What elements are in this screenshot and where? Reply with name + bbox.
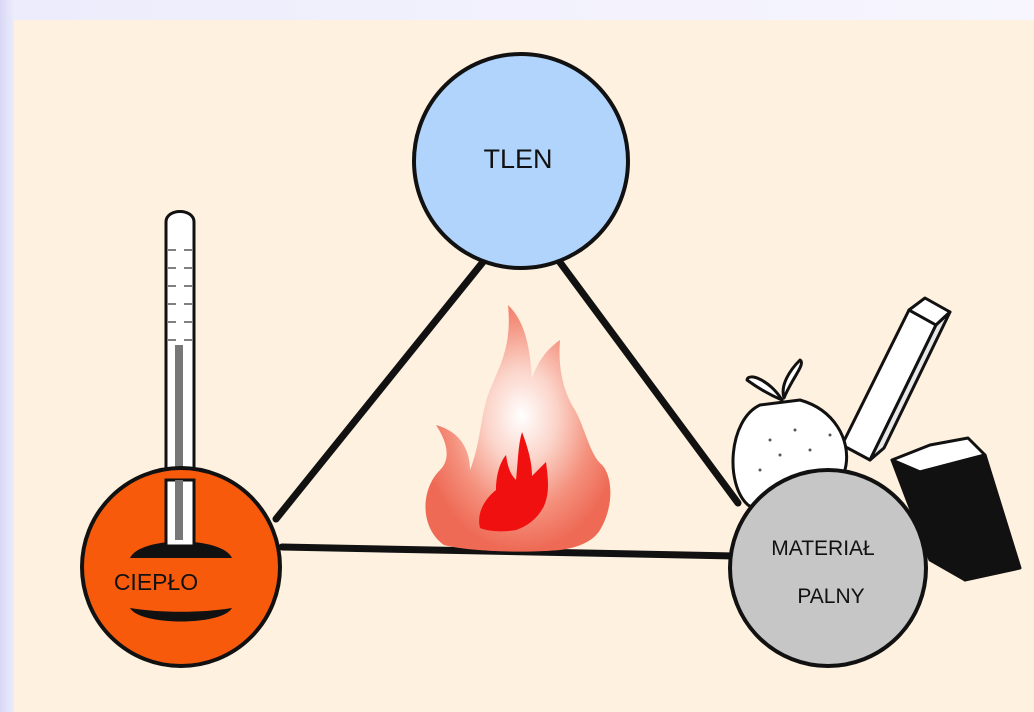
wooden-plank-icon bbox=[840, 296, 952, 462]
thermometer-icon bbox=[164, 210, 196, 547]
oxygen-node: TLEN bbox=[412, 52, 630, 270]
oxygen-circle bbox=[412, 52, 630, 270]
fuel-objects bbox=[731, 296, 1022, 582]
heat-base-shadow bbox=[130, 608, 232, 622]
triangle-edges bbox=[272, 253, 742, 560]
heat-node: CIEPŁO bbox=[80, 466, 282, 668]
fuel-circle bbox=[728, 468, 928, 668]
heat-circle bbox=[80, 466, 282, 668]
oxygen-label: TLEN bbox=[483, 144, 552, 174]
thermometer-column-front bbox=[175, 480, 183, 540]
coal-block-icon bbox=[890, 436, 1022, 582]
thermometer-bulb bbox=[130, 541, 232, 558]
fuel-label-line2: PALNY bbox=[797, 585, 864, 608]
edge-oxygen-fuel bbox=[552, 253, 742, 507]
edge-heat-fuel bbox=[278, 543, 739, 560]
flame-core bbox=[479, 432, 548, 532]
heat-label: CIEPŁO bbox=[114, 569, 198, 595]
fuel-label-line1: MATERIAŁ bbox=[771, 537, 874, 560]
edge-oxygen-heat bbox=[272, 253, 491, 523]
fuel-node: MATERIAŁ PALNY bbox=[728, 468, 928, 668]
flame-icon bbox=[425, 305, 611, 552]
flame-outer bbox=[425, 305, 611, 552]
thermometer-column bbox=[175, 345, 183, 545]
thermometer-scale bbox=[168, 249, 192, 341]
